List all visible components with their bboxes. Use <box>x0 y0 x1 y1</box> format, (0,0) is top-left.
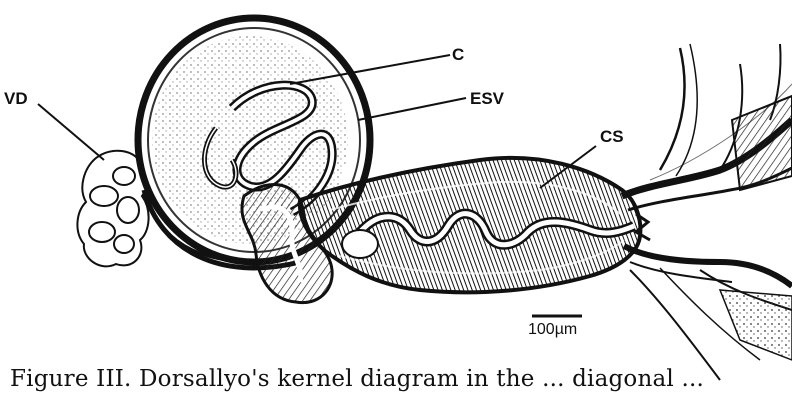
genital-atrium <box>622 44 792 380</box>
label-c: C <box>452 45 464 64</box>
figure-caption: Figure III. Dorsallyo's kernel diagram i… <box>10 366 792 408</box>
scale-bar-label: 100µm <box>528 321 577 338</box>
label-esv: ESV <box>470 89 505 108</box>
scale-bar: 100µm <box>528 316 582 338</box>
label-vd: VD <box>4 89 28 108</box>
label-cs: CS <box>600 127 624 146</box>
